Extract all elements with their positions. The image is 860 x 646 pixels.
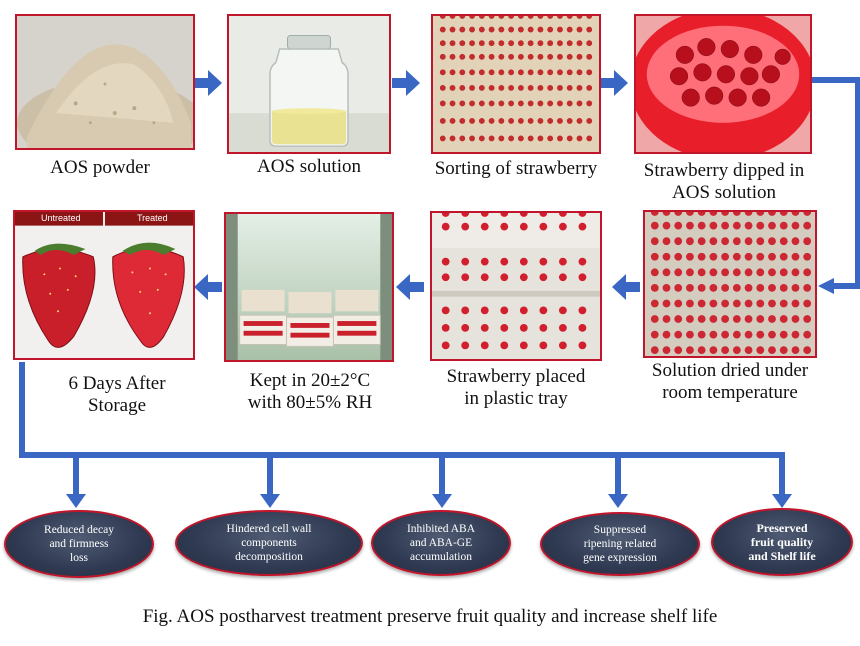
arrow-right-1 <box>194 70 222 96</box>
caption-storage: 6 Days After Storage <box>68 373 166 416</box>
caption-kept: Kept in 20±2°C with 80±5% RH <box>247 370 373 413</box>
arrow-left-1 <box>612 274 640 300</box>
caption-dried: Solution dried under room temperature <box>651 360 809 403</box>
caption-tray: Strawberry placed in plastic tray <box>446 366 586 409</box>
photo-dipped <box>634 14 812 154</box>
caption-dipped: Strawberry dipped in AOS solution <box>643 160 805 203</box>
outcome-aba: Inhibited ABA and ABA-GE accumulation <box>371 510 511 576</box>
figure-caption: Fig. AOS postharvest treatment preserve … <box>142 606 718 627</box>
label-untreated: Untreated <box>41 213 81 223</box>
photo-aos-solution <box>227 14 391 154</box>
arrow-right-3 <box>600 70 628 96</box>
caption-aos-powder: AOS powder <box>50 157 150 178</box>
label-treated: Treated <box>137 213 168 223</box>
arrow-right-2 <box>392 70 420 96</box>
outcome-shelf-life: Preserved fruit quality and Shelf life <box>711 508 853 576</box>
distribution-bus <box>19 362 785 458</box>
photo-storage: Untreated Treated <box>13 210 195 360</box>
photo-sorting <box>431 14 601 154</box>
photo-kept <box>224 212 394 362</box>
photo-dried <box>643 210 817 358</box>
photo-tray <box>430 211 602 361</box>
elbow-connector <box>812 77 860 289</box>
caption-aos-solution: AOS solution <box>257 156 361 177</box>
arrow-left-3 <box>194 274 222 300</box>
arrow-left-2 <box>396 274 424 300</box>
outcome-cell-wall: Hindered cell wall components decomposit… <box>175 510 363 576</box>
caption-sorting: Sorting of strawberry <box>434 158 598 179</box>
photo-aos-powder <box>15 14 195 150</box>
outcome-gene-expression: Suppressed ripening related gene express… <box>540 512 700 576</box>
outcome-reduced-decay: Reduced decay and firmness loss <box>4 510 154 578</box>
